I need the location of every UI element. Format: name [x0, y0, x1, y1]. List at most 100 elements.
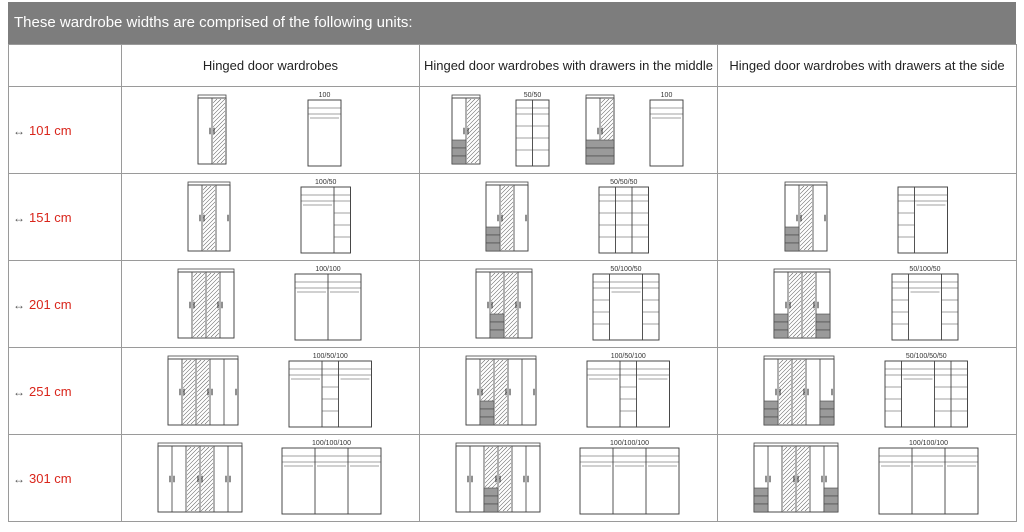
table-row: ↔ 201 cm 100/100 50/100/50 50/100/50	[8, 260, 1017, 348]
figure-group: 100/50	[122, 174, 419, 260]
column-header-row: Hinged door wardrobes Hinged door wardro…	[8, 44, 1017, 87]
unit-widths-label: 50/100/50	[610, 266, 641, 273]
width-arrow-icon: ↔	[13, 471, 25, 486]
drawer	[784, 226, 799, 236]
row-width: 151 cm	[29, 209, 72, 225]
drawer	[585, 147, 615, 157]
drawer	[816, 329, 831, 339]
unit-widths-label: 100	[318, 92, 330, 99]
figure-group	[718, 174, 1016, 260]
unit-widths-label: 50/100/50	[909, 266, 940, 273]
table-row: ↔301 cm 100/100/100 100/100/100 100/100/…	[8, 434, 1017, 522]
row-width: 251 cm	[29, 383, 72, 399]
width-arrow-icon: ↔	[13, 297, 25, 312]
closed-wardrobe-figure	[167, 355, 239, 426]
drawer	[585, 139, 615, 149]
wardrobe-unit	[940, 273, 959, 341]
cell-drawers-middle: 100/100/100	[419, 434, 718, 522]
mirror-hatch	[193, 273, 205, 337]
closed-wardrobe-figure	[197, 94, 227, 165]
wardrobe-door	[465, 97, 480, 165]
drawer	[774, 321, 789, 331]
figure-group: 100/100/100	[122, 435, 419, 521]
drawer	[763, 400, 779, 410]
mirror-hatch	[203, 186, 216, 250]
figure-group	[718, 87, 1016, 173]
row-label: ↔301 cm	[8, 434, 122, 522]
unit-widths-label: 100	[661, 92, 673, 99]
cell-drawers-middle: 100/50/100	[419, 347, 718, 435]
cell-drawers-side: 50/100/50	[717, 260, 1017, 348]
drawer	[753, 487, 769, 497]
mirror-hatch	[789, 273, 802, 337]
open-wardrobe-figure: 100/100/100	[579, 440, 680, 515]
unit-widths-label: 100/50/100	[312, 353, 347, 360]
mirror-hatch	[207, 273, 219, 337]
drawer	[483, 503, 498, 513]
table-row: ↔151 cm 100/50 50/50/50	[8, 173, 1017, 261]
wardrobe-unit	[642, 273, 660, 341]
wardrobe-unit	[347, 447, 382, 515]
figure-group: 50/50/50	[420, 174, 717, 260]
figure-group: 50/100/50	[420, 261, 717, 347]
closed-wardrobe-figure	[455, 442, 541, 513]
mirror-hatch	[200, 447, 213, 511]
open-wardrobe-figure: 100	[649, 92, 684, 167]
drawer	[816, 313, 831, 323]
wardrobe-unit	[914, 186, 948, 254]
cell-hinged: 100/100	[121, 260, 420, 348]
drawer	[585, 155, 615, 165]
wardrobe-door	[219, 271, 235, 339]
drawer	[753, 503, 769, 513]
mirror-hatch	[803, 273, 816, 337]
drawer	[819, 400, 835, 410]
figure-group: 100/50/100	[122, 348, 419, 434]
wardrobe-unit	[532, 99, 550, 167]
wardrobe-door	[513, 184, 529, 252]
wardrobe-table: Hinged door wardrobes Hinged door wardro…	[8, 44, 1017, 522]
cell-drawers-side: 100/100/100	[717, 434, 1017, 522]
open-wardrobe-figure: 100/50/100	[288, 353, 372, 428]
drawer	[479, 400, 495, 410]
open-wardrobe-figure: 50/50/50	[598, 179, 650, 254]
row-width: 101 cm	[29, 122, 72, 138]
mirror-hatch	[494, 360, 507, 424]
drawer	[479, 408, 495, 418]
closed-wardrobe-figure	[763, 355, 835, 426]
open-wardrobe-figure: 100/50/100	[586, 353, 670, 428]
wardrobe-unit	[950, 360, 969, 428]
drawer	[485, 226, 501, 236]
closed-wardrobe-figure	[753, 442, 839, 513]
cell-hinged: 100/50/100	[121, 347, 420, 435]
drawer	[819, 408, 835, 418]
wardrobe-door	[212, 97, 227, 165]
column-header-empty	[8, 44, 122, 87]
wardrobe-door	[521, 358, 537, 426]
mirror-hatch	[797, 447, 809, 511]
mirror-hatch	[793, 360, 806, 424]
row-width: 201 cm	[29, 296, 72, 312]
unit-widths-label: 100/100	[315, 266, 340, 273]
unit-widths-label: 100/50	[315, 179, 337, 186]
wardrobe-unit	[307, 99, 342, 167]
closed-wardrobe-figure	[784, 181, 827, 252]
closed-wardrobe-figure	[465, 355, 537, 426]
page: These wardrobe widths are comprised of t…	[8, 2, 1017, 522]
open-wardrobe-figure: 100	[307, 92, 342, 167]
drawer	[451, 139, 466, 149]
cell-hinged: 100	[121, 86, 420, 174]
width-arrow-icon: ↔	[13, 123, 25, 138]
unit-widths-label: 100/100/100	[909, 440, 948, 447]
wardrobe-unit	[337, 360, 372, 428]
cell-drawers-side	[717, 173, 1017, 261]
drawer	[823, 495, 839, 505]
figure-group: 100/100/100	[420, 435, 717, 521]
drawer	[784, 234, 799, 244]
unit-widths-label: 100/50/100	[610, 353, 645, 360]
unit-widths-label: 50/100/50/50	[906, 353, 947, 360]
open-wardrobe-figure: 100/50	[300, 179, 352, 254]
figure-group: 50/100/50	[718, 261, 1016, 347]
wardrobe-unit	[327, 273, 362, 341]
cell-drawers-middle: 50/100/50	[419, 260, 718, 348]
